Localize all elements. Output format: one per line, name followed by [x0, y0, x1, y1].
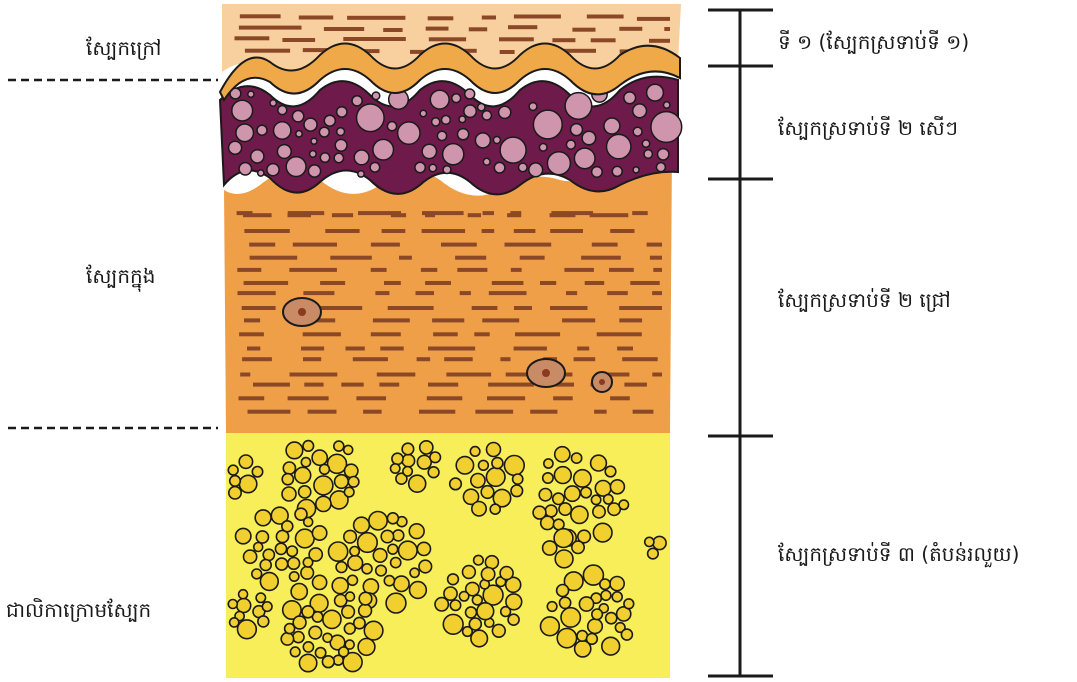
dermis-label: ស្បែកក្នុង	[86, 264, 155, 288]
layer3-label: ស្បែកស្រទាប់ទី ៣ (តំបន់រលួយ)	[778, 542, 1019, 566]
hypodermis-label: ជាលិកាក្រោមស្បែក	[6, 598, 151, 622]
depth-scale	[708, 10, 773, 676]
layer2-shallow-label: ស្បែកស្រទាប់ទី ២ សើៗ	[778, 116, 958, 140]
layer1-label: ទី ១ (ស្បែកស្រទាប់ទី ១)	[778, 30, 969, 54]
epidermis-label: ស្បែកក្រៅ	[86, 36, 161, 60]
layer2-deep-label: ស្បែកស្រទាប់ទី ២ ជ្រៅ	[778, 288, 951, 312]
